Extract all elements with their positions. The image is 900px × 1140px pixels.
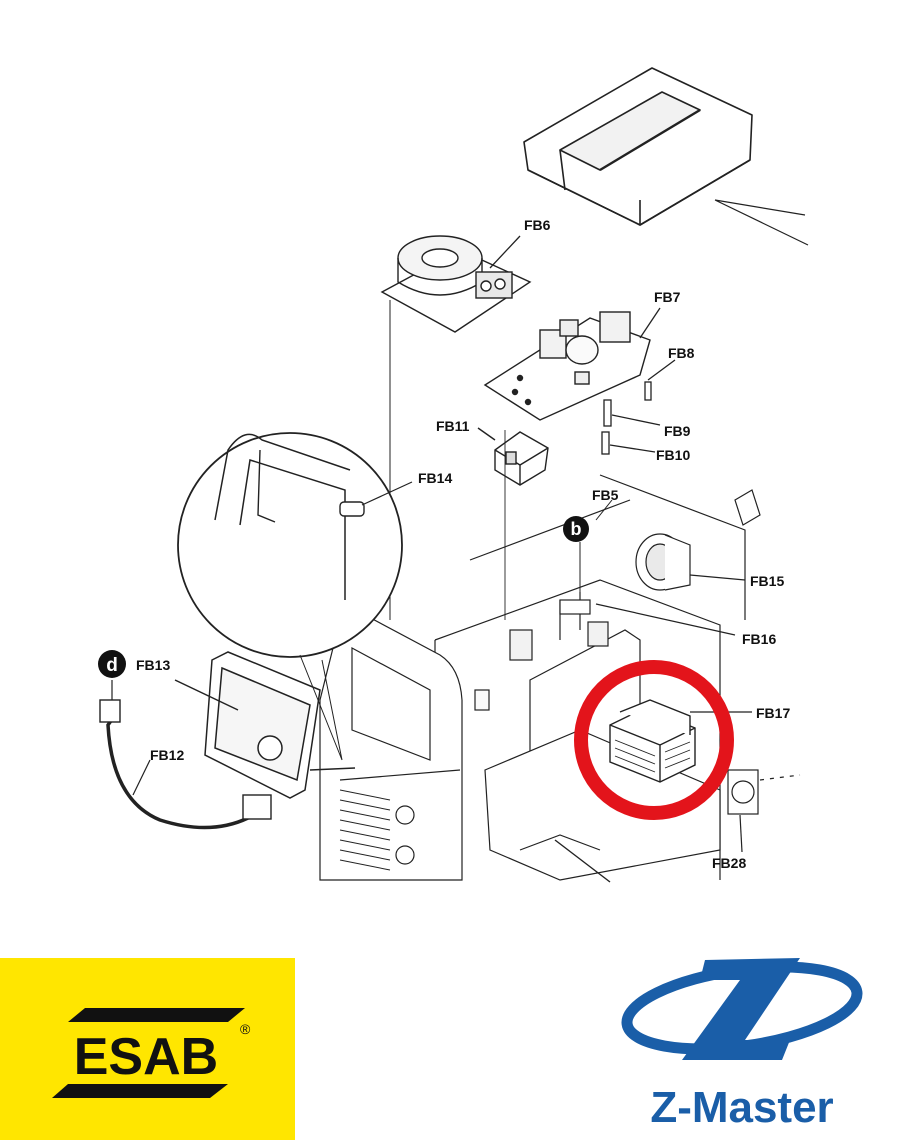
marker-b: b (563, 499, 613, 600)
label-fb16: FB16 (742, 631, 776, 647)
label-fb11: FB11 (436, 418, 470, 434)
fb13-front-panel (174, 651, 356, 799)
label-fb6: FB6 (524, 217, 551, 233)
label-fb13: FB13 (136, 657, 170, 673)
label-fb9: FB9 (664, 423, 691, 439)
label-fb10: FB10 (656, 447, 690, 463)
label-fb5: FB5 (592, 487, 619, 503)
label-fb7: FB7 (654, 289, 681, 305)
top-cover (523, 67, 809, 246)
label-fb12: FB12 (150, 747, 184, 763)
marker-d-label: d (106, 655, 118, 676)
marker-d: d (98, 650, 126, 678)
fb14-detail-magnifier (177, 432, 413, 761)
fb7-control-board (483, 311, 651, 421)
part-labels: FB6 FB7 FB8 FB9 FB10 FB11 FB14 FB5 FB15 … (136, 217, 790, 871)
label-fb15: FB15 (750, 573, 784, 589)
label-fb28: FB28 (712, 855, 746, 871)
esab-logo: ESAB ® (0, 958, 295, 1140)
marker-b-label: b (571, 519, 582, 539)
label-fb14: FB14 (418, 470, 452, 486)
z-master-logo-text: Z-Master (650, 1083, 833, 1132)
z-master-logo: Z-Master (621, 958, 863, 1132)
fb8-fb9-fb10-pins (489, 235, 676, 455)
main-chassis (319, 430, 801, 883)
fb12-cable (99, 680, 272, 830)
esab-logo-text: ESAB (74, 1028, 218, 1086)
label-fb8: FB8 (668, 345, 695, 361)
esab-registered-mark: ® (240, 1021, 251, 1037)
fb11-terminal-block (477, 427, 549, 486)
fb6-transformer (380, 235, 532, 620)
fb17-highlight-circle (574, 660, 734, 820)
label-fb17: FB17 (756, 705, 790, 721)
